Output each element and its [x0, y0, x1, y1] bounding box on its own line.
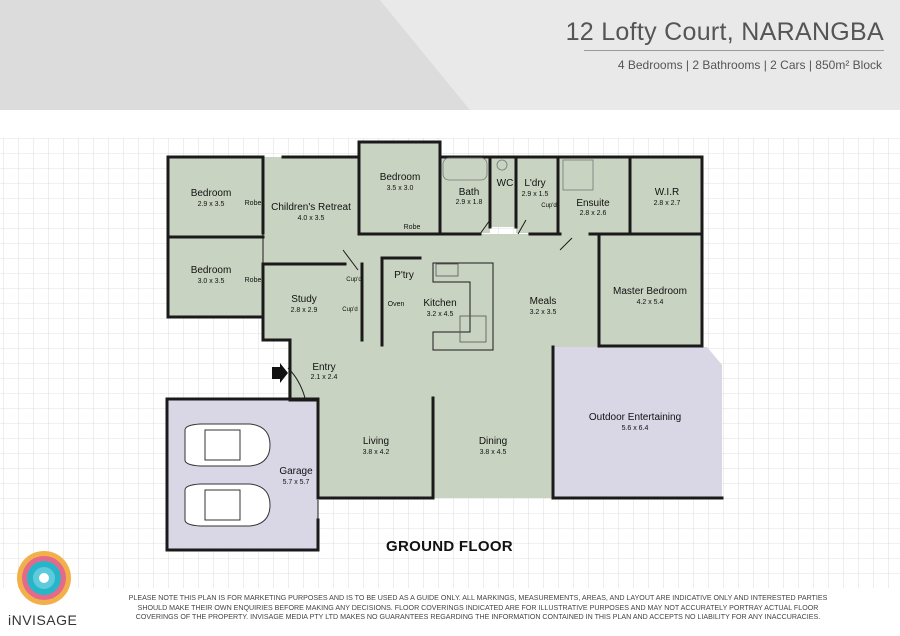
title-divider: [584, 50, 884, 51]
room-bedroom-bl: [168, 237, 263, 317]
label-cupd-laundry: Cup'd: [541, 203, 557, 209]
label-laundry: L'dry: [524, 178, 545, 189]
label-robe-2: Robe: [245, 277, 262, 284]
door-swings: [262, 219, 573, 520]
size-outdoor: 5.6 x 6.4: [622, 425, 649, 432]
invisage-logo: [17, 551, 71, 605]
size-master-bedroom: 4.2 x 5.4: [637, 299, 664, 306]
cooktop-icon: [435, 263, 459, 277]
room-kitchen-meals: [359, 234, 599, 350]
room-living-lower: [318, 398, 554, 498]
size-childrens-retreat: 4.0 x 3.5: [298, 215, 325, 222]
label-outdoor: Outdoor Entertaining: [589, 412, 681, 423]
room-wc: [490, 157, 516, 227]
shower-icon: [562, 159, 594, 191]
room-master-bedroom: [599, 234, 702, 346]
label-study: Study: [291, 294, 317, 305]
size-bath: 2.9 x 1.8: [456, 199, 483, 206]
label-childrens-retreat: Children's Retreat: [271, 202, 351, 213]
room-bedroom-tl: [168, 157, 263, 237]
room-fills: [168, 142, 702, 498]
label-bedroom-tl: Bedroom: [191, 188, 232, 199]
room-ensuite: [558, 157, 630, 234]
label-bedroom-top: Bedroom: [380, 172, 421, 183]
logo-text: iNVISAGE: [8, 612, 78, 628]
label-wc: WC: [497, 178, 514, 189]
size-meals: 3.2 x 3.5: [530, 309, 557, 316]
size-kitchen: 3.2 x 4.5: [427, 311, 454, 318]
room-wir: [630, 157, 702, 234]
car-icon: [184, 423, 271, 527]
room-study: [263, 264, 362, 340]
label-robe-1: Robe: [245, 200, 262, 207]
sink-icon: [459, 315, 487, 343]
walls: [165, 140, 724, 552]
room-bedroom-top: [359, 142, 440, 234]
size-bedroom-tl: 2.9 x 3.5: [198, 201, 225, 208]
label-bath: Bath: [459, 187, 480, 198]
floor-plan: Bedroom 2.9 x 3.5 Robe Bedroom 3.0 x 3.5…: [0, 138, 900, 588]
header-banner: 12 Lofty Court, NARANGBA 4 Bedrooms | 2 …: [0, 0, 900, 110]
label-pantry: P'try: [394, 270, 414, 281]
size-bedroom-top: 3.5 x 3.0: [387, 185, 414, 192]
label-kitchen: Kitchen: [423, 298, 456, 309]
label-cupd-study-1: Cup'd: [346, 277, 362, 283]
label-ensuite: Ensuite: [576, 198, 610, 209]
label-bedroom-bl: Bedroom: [191, 265, 232, 276]
label-living: Living: [363, 436, 389, 447]
bathtub-icon: [442, 157, 488, 181]
kitchen-island: [432, 262, 494, 351]
size-dining: 3.8 x 4.5: [480, 449, 507, 456]
property-summary: 4 Bedrooms | 2 Bathrooms | 2 Cars | 850m…: [617, 58, 882, 72]
header-decoration: [0, 0, 900, 110]
label-oven: Oven: [388, 301, 405, 308]
property-title: 12 Lofty Court, NARANGBA: [565, 18, 884, 46]
label-wir: W.I.R: [655, 187, 679, 198]
label-cupd-study-2: Cup'd: [342, 307, 358, 313]
disclaimer-text: PLEASE NOTE THIS PLAN IS FOR MARKETING P…: [128, 594, 828, 622]
size-wir: 2.8 x 2.7: [654, 200, 681, 207]
label-dining: Dining: [479, 436, 507, 447]
size-bedroom-bl: 3.0 x 3.5: [198, 278, 225, 285]
room-bath: [440, 157, 490, 233]
label-garage: Garage: [279, 466, 313, 477]
outdoor-entertaining-area: [553, 347, 722, 498]
label-meals: Meals: [530, 296, 557, 307]
toilet-icon: [496, 159, 508, 171]
entry-arrow-icon: [272, 363, 288, 383]
room-laundry: [516, 157, 558, 233]
label-entry: Entry: [312, 362, 335, 373]
size-entry: 2.1 x 2.4: [311, 374, 338, 381]
label-robe-3: Robe: [404, 224, 421, 231]
label-master-bedroom: Master Bedroom: [613, 286, 687, 297]
room-labels: Bedroom 2.9 x 3.5 Robe Bedroom 3.0 x 3.5…: [191, 172, 687, 486]
room-childrens-retreat: [263, 157, 359, 264]
size-study: 2.8 x 2.9: [291, 307, 318, 314]
size-living: 3.8 x 4.2: [363, 449, 390, 456]
size-ensuite: 2.8 x 2.6: [580, 210, 607, 217]
floor-label: GROUND FLOOR: [386, 538, 513, 555]
size-laundry: 2.9 x 1.5: [522, 191, 549, 198]
size-garage: 5.7 x 5.7: [283, 479, 310, 486]
